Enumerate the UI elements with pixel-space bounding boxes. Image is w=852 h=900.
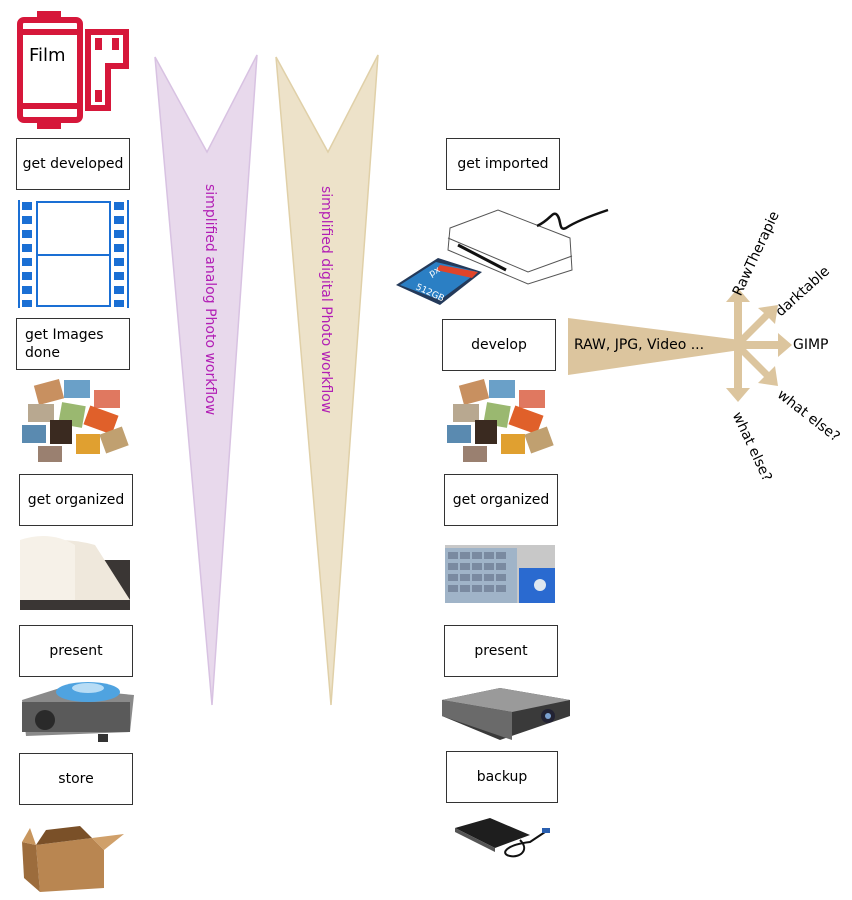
digital-step-present: present — [444, 625, 558, 677]
external-drive-icon — [455, 818, 550, 858]
card-reader-icon — [447, 208, 609, 285]
photo-pile-icon — [22, 378, 129, 462]
photo-pile-icon — [447, 378, 554, 462]
photo-manager-screenshot — [445, 545, 555, 603]
slide-projector-icon — [22, 682, 134, 742]
arrow-to-gimp — [738, 333, 792, 357]
sd-card-icon — [396, 258, 482, 305]
analog-step-get-images-done: get Images done — [16, 318, 130, 370]
develop-fan-arrow — [568, 288, 792, 402]
film-canister-icon — [17, 11, 129, 129]
analog-step-get-organized: get organized — [19, 474, 133, 526]
target-gimp: GIMP — [793, 337, 829, 353]
analog-step-present: present — [19, 625, 133, 677]
film-label: Film — [29, 45, 66, 66]
develop-source-label: RAW, JPG, Video ... — [574, 337, 705, 353]
digital-step-develop: develop — [442, 319, 556, 371]
digital-step-backup: backup — [446, 751, 558, 803]
digital-workflow-label: simplified digital Photo workflow — [318, 186, 334, 414]
digital-step-get-organized: get organized — [444, 474, 558, 526]
digital-step-get-imported: get imported — [446, 138, 560, 190]
photo-album-icon — [20, 536, 130, 610]
digital-projector-icon — [442, 688, 570, 740]
arrow-to-what-else-2 — [726, 345, 750, 402]
analog-workflow-label: simplified analog Photo workflow — [202, 184, 218, 416]
arrow-to-darktable — [735, 305, 778, 347]
analog-workflow-arrow — [154, 54, 258, 706]
cardboard-box-icon — [22, 826, 124, 892]
analog-step-get-developed: get developed — [16, 138, 130, 190]
film-strip-icon — [18, 200, 130, 308]
analog-step-store: store — [19, 753, 133, 805]
digital-workflow-arrow — [275, 54, 379, 706]
arrow-to-rawtherapie — [726, 288, 750, 345]
arrow-to-what-else-1 — [735, 343, 778, 386]
